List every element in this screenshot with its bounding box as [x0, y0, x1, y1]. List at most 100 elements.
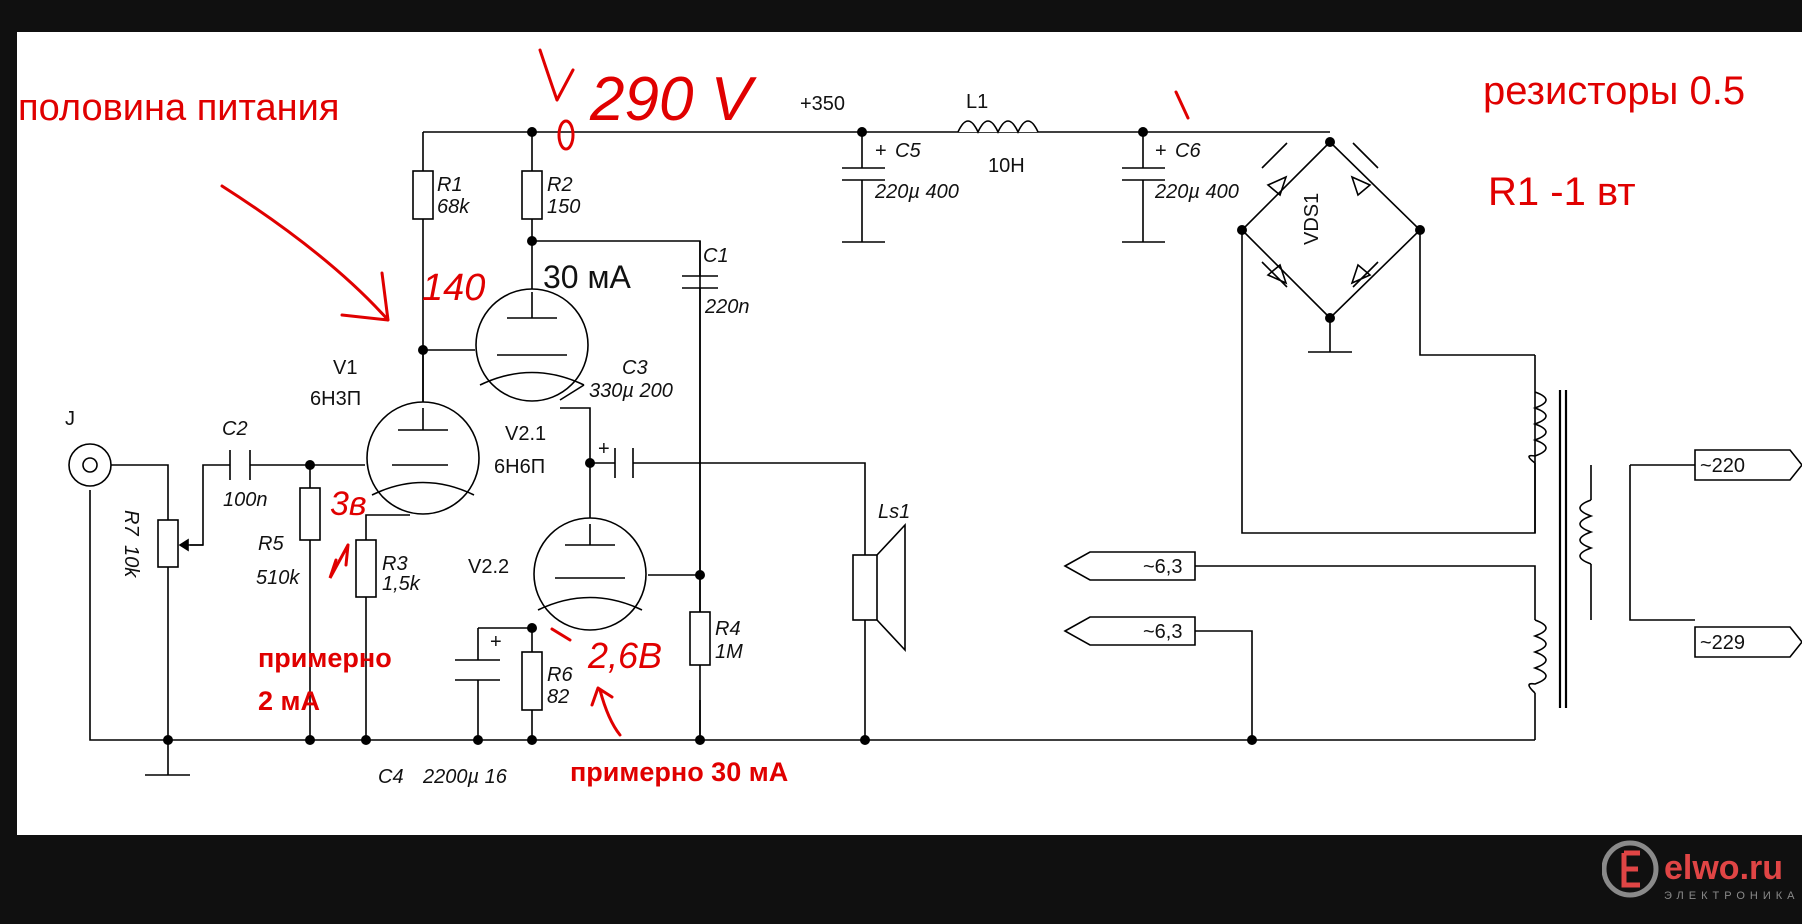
label-r7: R7: [120, 510, 142, 536]
wire-ground: [89, 490, 1535, 741]
inductor-l1: [957, 120, 1039, 134]
component-labels: J C2 100n R7 10k R5 510k R3 1,5k R1 68k …: [65, 91, 1745, 788]
annotation-r1-1w: R1 -1 вт: [1488, 170, 1636, 214]
label-r6: R6: [547, 664, 573, 686]
label-plus350: +350: [800, 93, 845, 115]
label-c4: C4: [378, 766, 404, 788]
tube-v21: [475, 288, 589, 402]
resistor-r7: [157, 519, 179, 568]
label-c5-plus: +: [875, 140, 887, 162]
annotation-half-supply: половина питания: [18, 87, 339, 129]
connector-220: [1694, 449, 1802, 481]
annotation-2-6v: 2,6В: [587, 635, 662, 676]
resistor-r3: [355, 539, 377, 598]
capacitor-c3: [614, 448, 634, 478]
resistor-r5: [299, 487, 321, 541]
connector-heater-b: [1063, 616, 1196, 646]
wire-bridge-right: [1419, 230, 1535, 356]
arrow-2-6v-b: [590, 686, 622, 737]
arrow-3v: [328, 543, 350, 579]
transformer-core: [1558, 390, 1568, 708]
wire-heater-b: [1195, 630, 1253, 740]
label-j: J: [65, 408, 75, 430]
mark-290v: [557, 119, 575, 151]
label-v21-val: 6Н6П: [494, 456, 545, 478]
label-c6-val: 220µ 400: [1154, 181, 1239, 203]
label-c3: C3: [622, 357, 648, 379]
label-c2-val: 100n: [223, 489, 268, 511]
label-r5: R5: [258, 533, 284, 555]
label-c3-val: 330µ 200: [589, 380, 673, 402]
elwo-logo-icon: elwo.ru ЭЛЕКТРОНИКА: [1601, 840, 1794, 902]
speaker-ls1: [852, 554, 878, 621]
junctions: [163, 127, 1425, 745]
label-r3-val: 1,5k: [382, 573, 421, 595]
transformer-secondary: [1579, 499, 1594, 565]
annotation-resistors: резисторы 0.5: [1483, 69, 1745, 113]
label-t229: ~229: [1700, 632, 1745, 654]
arrow-290v: [538, 48, 575, 102]
label-v1-val: 6Н3П: [310, 388, 361, 410]
annotation-3v: 3в: [330, 485, 367, 523]
annotation-290v: 290 V: [589, 65, 758, 134]
label-c2: C2: [222, 418, 248, 440]
wire-c5: [842, 132, 885, 243]
wire-bridge-gnd: [1308, 318, 1352, 353]
resistor-r6: [521, 651, 543, 711]
annotations: половина питания 290 V 140 30 мА 3в 2,6В…: [18, 48, 1745, 787]
label-heater-b: ~6,3: [1143, 621, 1182, 643]
diode-4: [1350, 261, 1379, 288]
label-vds1: VDS1: [1301, 193, 1323, 245]
resistor-r4: [689, 611, 711, 666]
jack-j: [68, 443, 112, 487]
transformer-heater: [1528, 619, 1547, 694]
diode-2: [1350, 142, 1379, 197]
label-r2: R2: [547, 174, 573, 196]
wire-r7: [110, 464, 169, 740]
wire-heater-a: [1195, 565, 1536, 600]
schematic-panel: [17, 32, 1802, 835]
annotation-140: 140: [422, 267, 485, 309]
capacitor-c4: [455, 659, 500, 681]
label-r4: R4: [715, 618, 741, 640]
arrow-2-6v-a: [550, 627, 572, 642]
wire-bridge-left: [1241, 230, 1536, 534]
tube-v22: [533, 517, 647, 631]
resistor-r1: [412, 170, 434, 220]
label-r7-val: 10k: [120, 545, 142, 578]
brand-name: elwo.ru: [1664, 849, 1783, 887]
label-c6: C6: [1175, 140, 1201, 162]
capacitor-c5: [842, 167, 885, 181]
label-c5: C5: [895, 140, 921, 162]
arrow-half-supply: [220, 184, 390, 322]
wire-r3: [365, 514, 410, 740]
resistor-r2: [521, 170, 543, 220]
label-v1: V1: [333, 357, 357, 379]
label-heater-a: ~6,3: [1143, 556, 1182, 578]
label-r1-val: 68k: [437, 196, 470, 218]
label-l1: L1: [966, 91, 988, 113]
connector-heater-a: [1063, 551, 1196, 581]
label-r3: R3: [382, 553, 408, 575]
label-c1: C1: [703, 245, 729, 267]
capacitor-c2: [229, 450, 251, 480]
label-r1: R1: [437, 174, 463, 196]
speaker-cone: [876, 522, 906, 653]
diode-3: [1261, 261, 1288, 288]
label-r5-val: 510k: [256, 567, 300, 589]
label-r4-val: 1M: [715, 641, 743, 663]
annotation-30ma: 30 мА: [543, 259, 631, 295]
label-r2-val: 150: [547, 196, 580, 218]
label-t220: ~220: [1700, 455, 1745, 477]
label-c1-val: 220n: [704, 296, 750, 318]
label-r6-val: 82: [547, 686, 569, 708]
label-v21: V2.1: [505, 423, 546, 445]
transformer-primary: [1528, 391, 1547, 464]
label-v22: V2.2: [468, 556, 509, 578]
bridge: [1240, 140, 1422, 320]
wire-secondary: [1629, 464, 1695, 621]
label-ls1: Ls1: [878, 501, 910, 523]
diode-1: [1261, 142, 1288, 197]
connector-229: [1694, 626, 1802, 658]
